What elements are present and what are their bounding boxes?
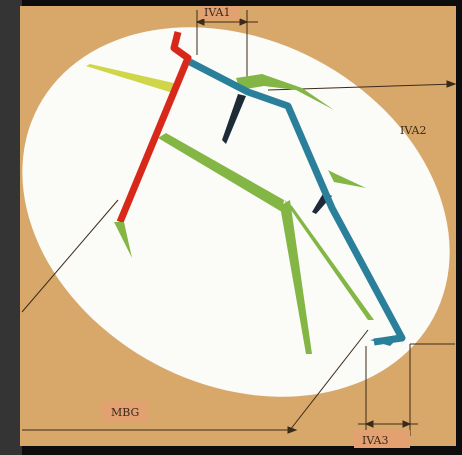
iva1-label: IVA1 <box>204 6 231 19</box>
mbg-label: MBG <box>111 406 139 419</box>
left-shadow <box>0 0 22 455</box>
iva3-label: IVA3 <box>362 434 389 447</box>
iva2-label: IVA2 <box>400 124 427 137</box>
